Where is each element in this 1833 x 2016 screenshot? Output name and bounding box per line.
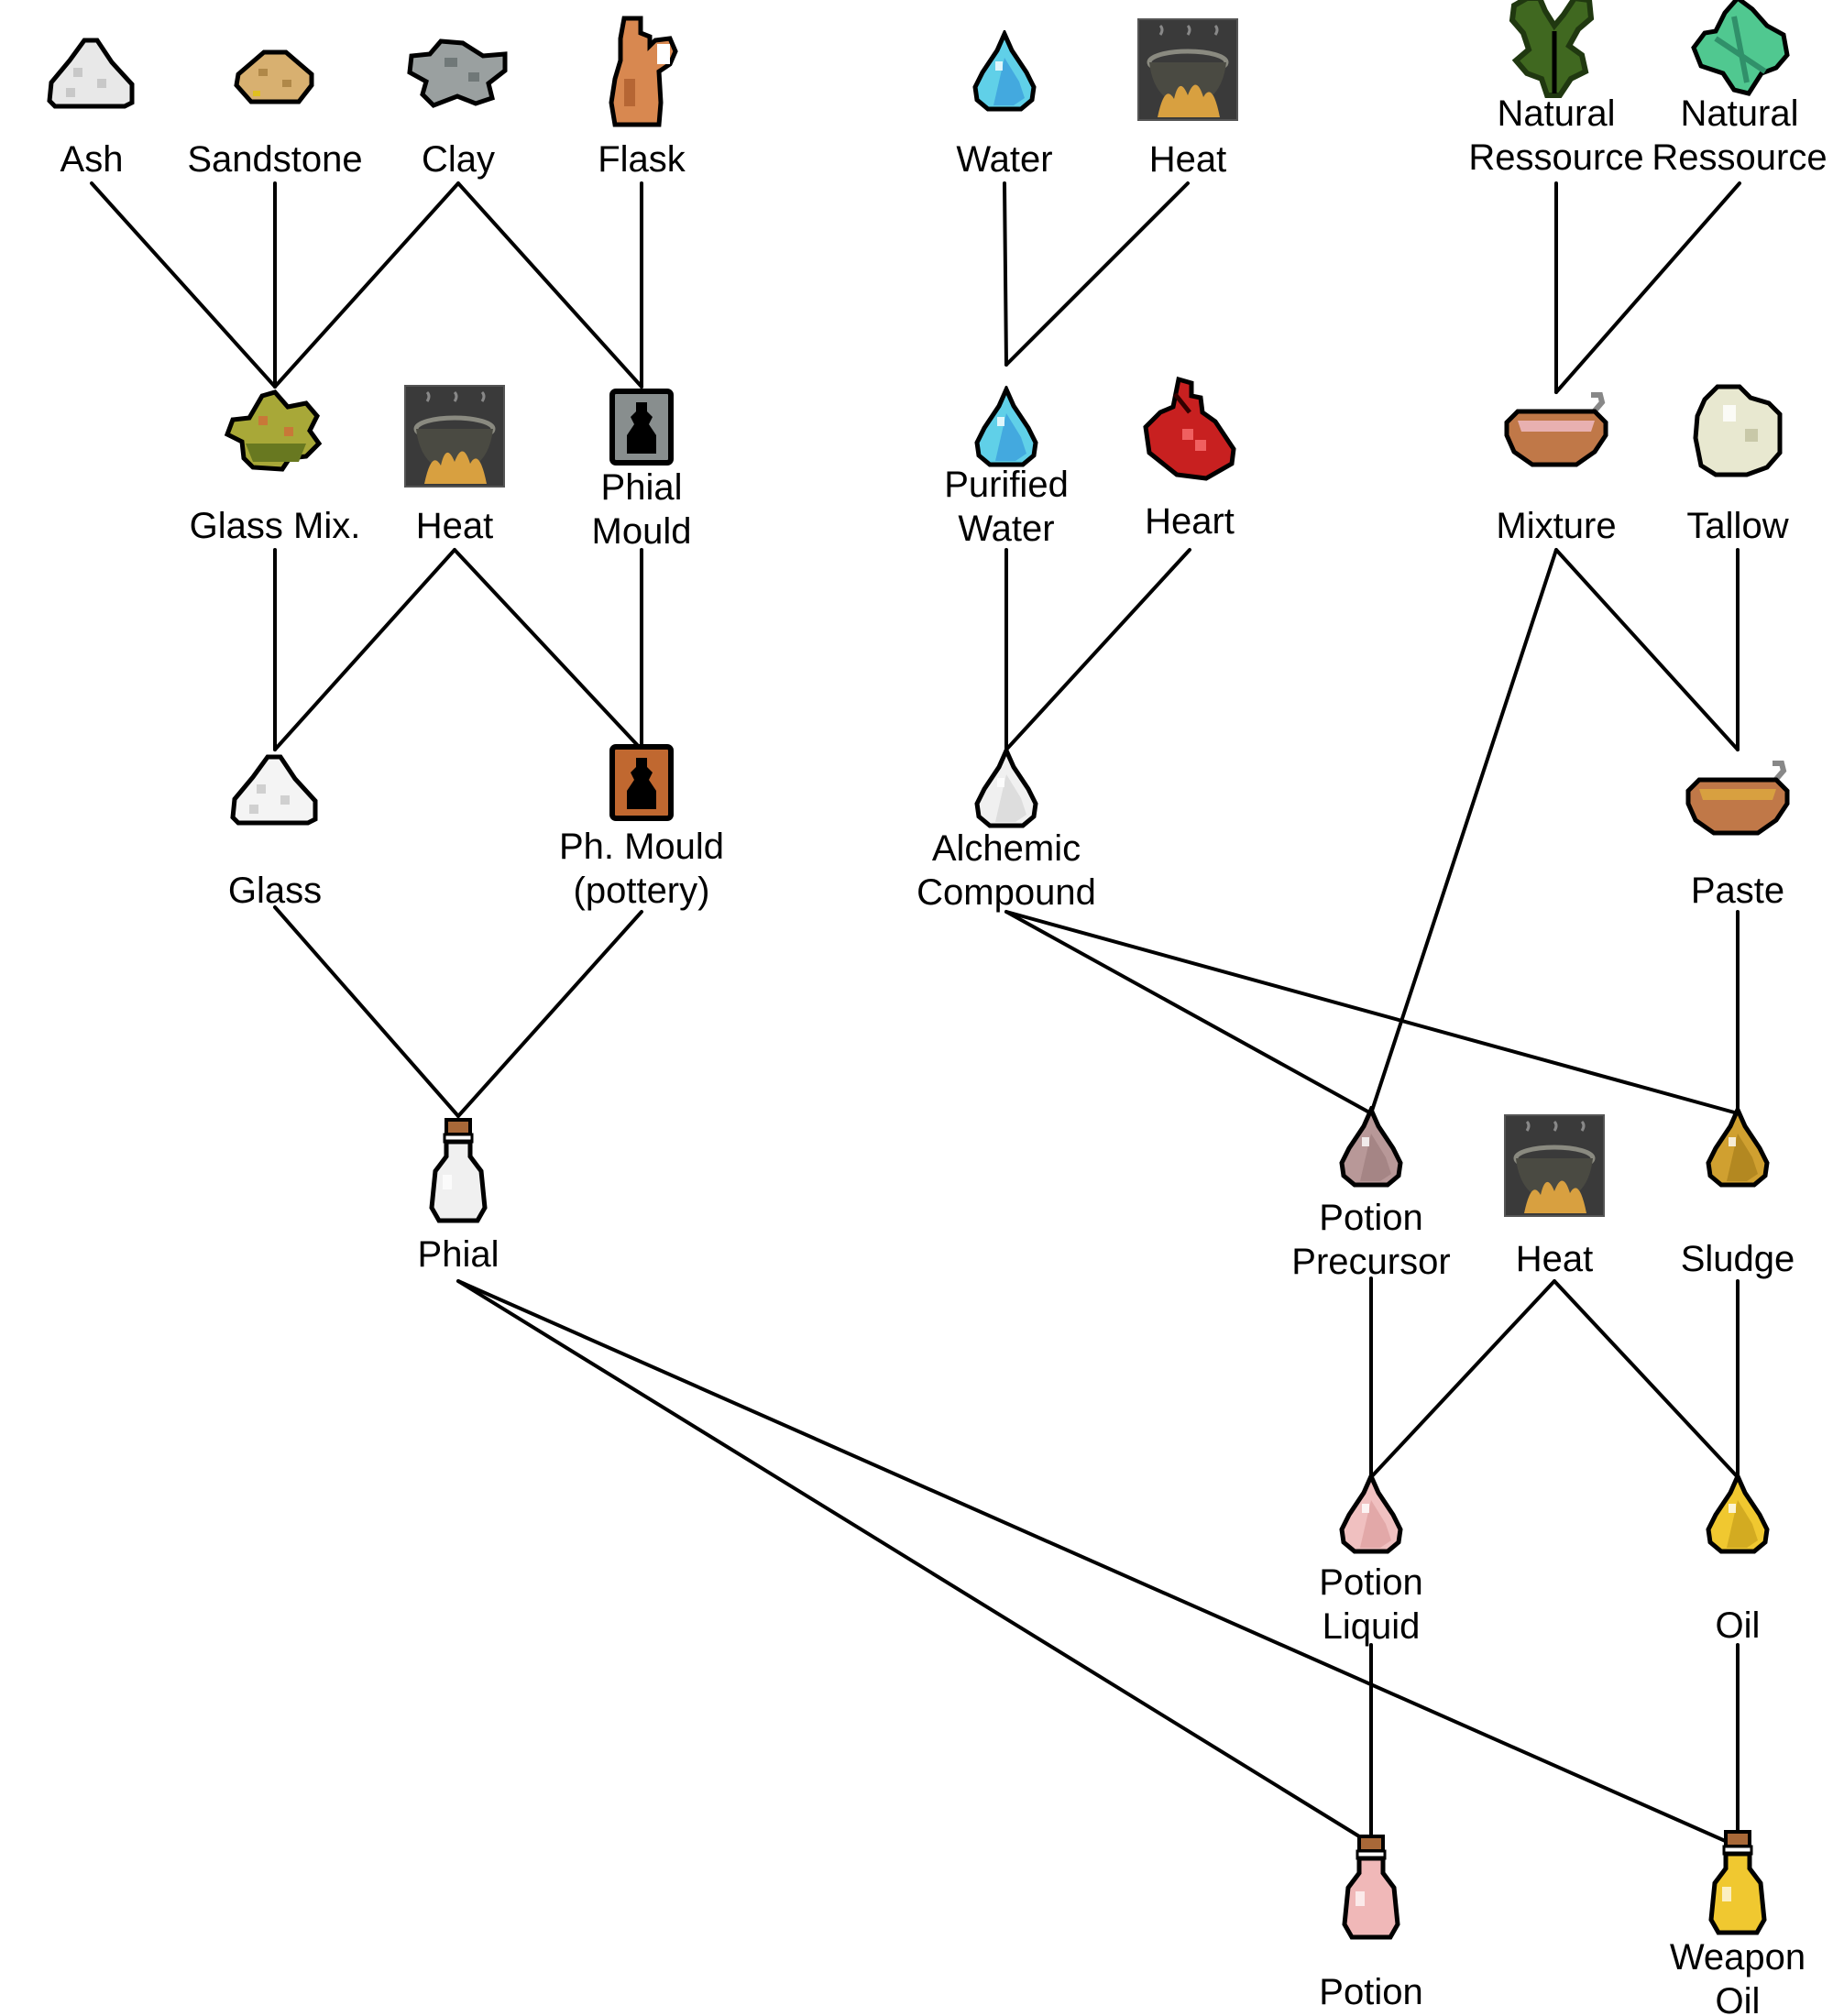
edge-alchcomp-to-precursor — [1004, 910, 1373, 1115]
node-label: Heat — [1515, 1239, 1594, 1279]
sandstone-icon — [231, 49, 319, 107]
edge-natres2-to-mixture — [1554, 181, 1741, 394]
node-label: Oil — [1715, 1605, 1761, 1646]
edge-heat1-to-purwater — [1004, 181, 1190, 367]
edge-heat3-to-potliquid — [1369, 1279, 1556, 1479]
node-label: Potion — [1319, 1972, 1423, 2012]
white-drop-icon — [971, 747, 1041, 829]
pink-drop-icon — [1336, 1473, 1406, 1555]
node-label: Clay — [421, 139, 496, 180]
cauldron-fire-icon — [404, 385, 505, 488]
node-label: Natural Ressource — [1652, 93, 1828, 178]
edge-alchcomp-to-sludge — [1004, 910, 1740, 1115]
node-label: Heart — [1145, 501, 1235, 542]
edge-ash-to-glassmix — [90, 181, 277, 389]
node-label: Natural Ressource — [1468, 93, 1644, 178]
node-label: Sandstone — [187, 139, 363, 180]
node-label: Heat — [1148, 139, 1227, 180]
edge-heart-to-alchcomp — [1004, 548, 1191, 751]
edge-phial-to-potion — [456, 1279, 1373, 1846]
empty-phial-icon — [426, 1116, 490, 1226]
edge-clay-to-glassmix — [273, 181, 460, 389]
node-label: Potion Liquid — [1319, 1562, 1423, 1647]
mixing-bowl-icon — [1499, 391, 1613, 470]
water-drop-icon — [971, 386, 1041, 468]
node-label: Alchemic Compound — [916, 828, 1096, 913]
node-label: Sludge — [1680, 1239, 1795, 1279]
phial-mould-grey-icon — [609, 388, 675, 466]
node-label: Ash — [60, 139, 124, 180]
node-label: Heat — [415, 506, 494, 546]
precursor-drop-icon — [1336, 1106, 1406, 1189]
phial-mould-pottery-icon — [609, 743, 675, 822]
edge-heat3-to-oil — [1553, 1279, 1740, 1479]
node-label: Paste — [1690, 871, 1785, 911]
edge-clay-to-phialmould — [456, 181, 643, 389]
cauldron-fire-icon — [1504, 1114, 1605, 1217]
heart-organ-icon — [1142, 376, 1237, 482]
ash-pile-icon — [46, 37, 137, 110]
edge-phmould-to-phial — [456, 910, 643, 1118]
tallow-lump-icon — [1692, 383, 1784, 478]
herb-plant-icon — [1499, 0, 1613, 101]
clay-icon — [404, 38, 512, 109]
node-label: Flask — [598, 139, 686, 180]
node-label: Potion Precursor — [1291, 1198, 1451, 1282]
node-label: Glass — [227, 871, 323, 911]
node-label: Ph. Mould (pottery) — [558, 827, 725, 911]
cauldron-fire-icon — [1137, 18, 1238, 121]
weapon-oil-bottle-icon — [1706, 1828, 1770, 1938]
node-label: Phial Mould — [591, 467, 692, 552]
node-label: Tallow — [1686, 506, 1789, 546]
node-label: Weapon Oil — [1669, 1937, 1806, 2016]
edge-glass-to-phial — [273, 905, 460, 1118]
edge-mixture-to-paste — [1554, 548, 1740, 751]
sludge-drop-icon — [1703, 1106, 1773, 1189]
node-label: Water — [956, 139, 1053, 180]
node-label: Mixture — [1496, 506, 1617, 546]
paste-bowl-icon — [1681, 760, 1795, 838]
oil-drop-icon — [1703, 1473, 1773, 1555]
node-label: Purified Water — [944, 465, 1069, 549]
edge-mixture-to-precursor — [1369, 548, 1558, 1115]
node-label: Glass Mix. — [189, 506, 361, 546]
edge-water-to-purwater — [1003, 181, 1008, 367]
water-drop-icon — [970, 30, 1039, 113]
edge-heat2-to-glass — [273, 548, 456, 751]
glass-mix-icon — [218, 389, 332, 473]
mint-leaf-icon — [1688, 0, 1791, 101]
node-label: Phial — [417, 1234, 499, 1275]
edge-heat2-to-phmould — [453, 548, 643, 751]
flask-jug-icon — [602, 15, 681, 128]
potion-bottle-icon — [1339, 1833, 1403, 1943]
glass-pile-icon — [229, 753, 321, 827]
edge-phial-to-weaponoil — [456, 1279, 1740, 1848]
